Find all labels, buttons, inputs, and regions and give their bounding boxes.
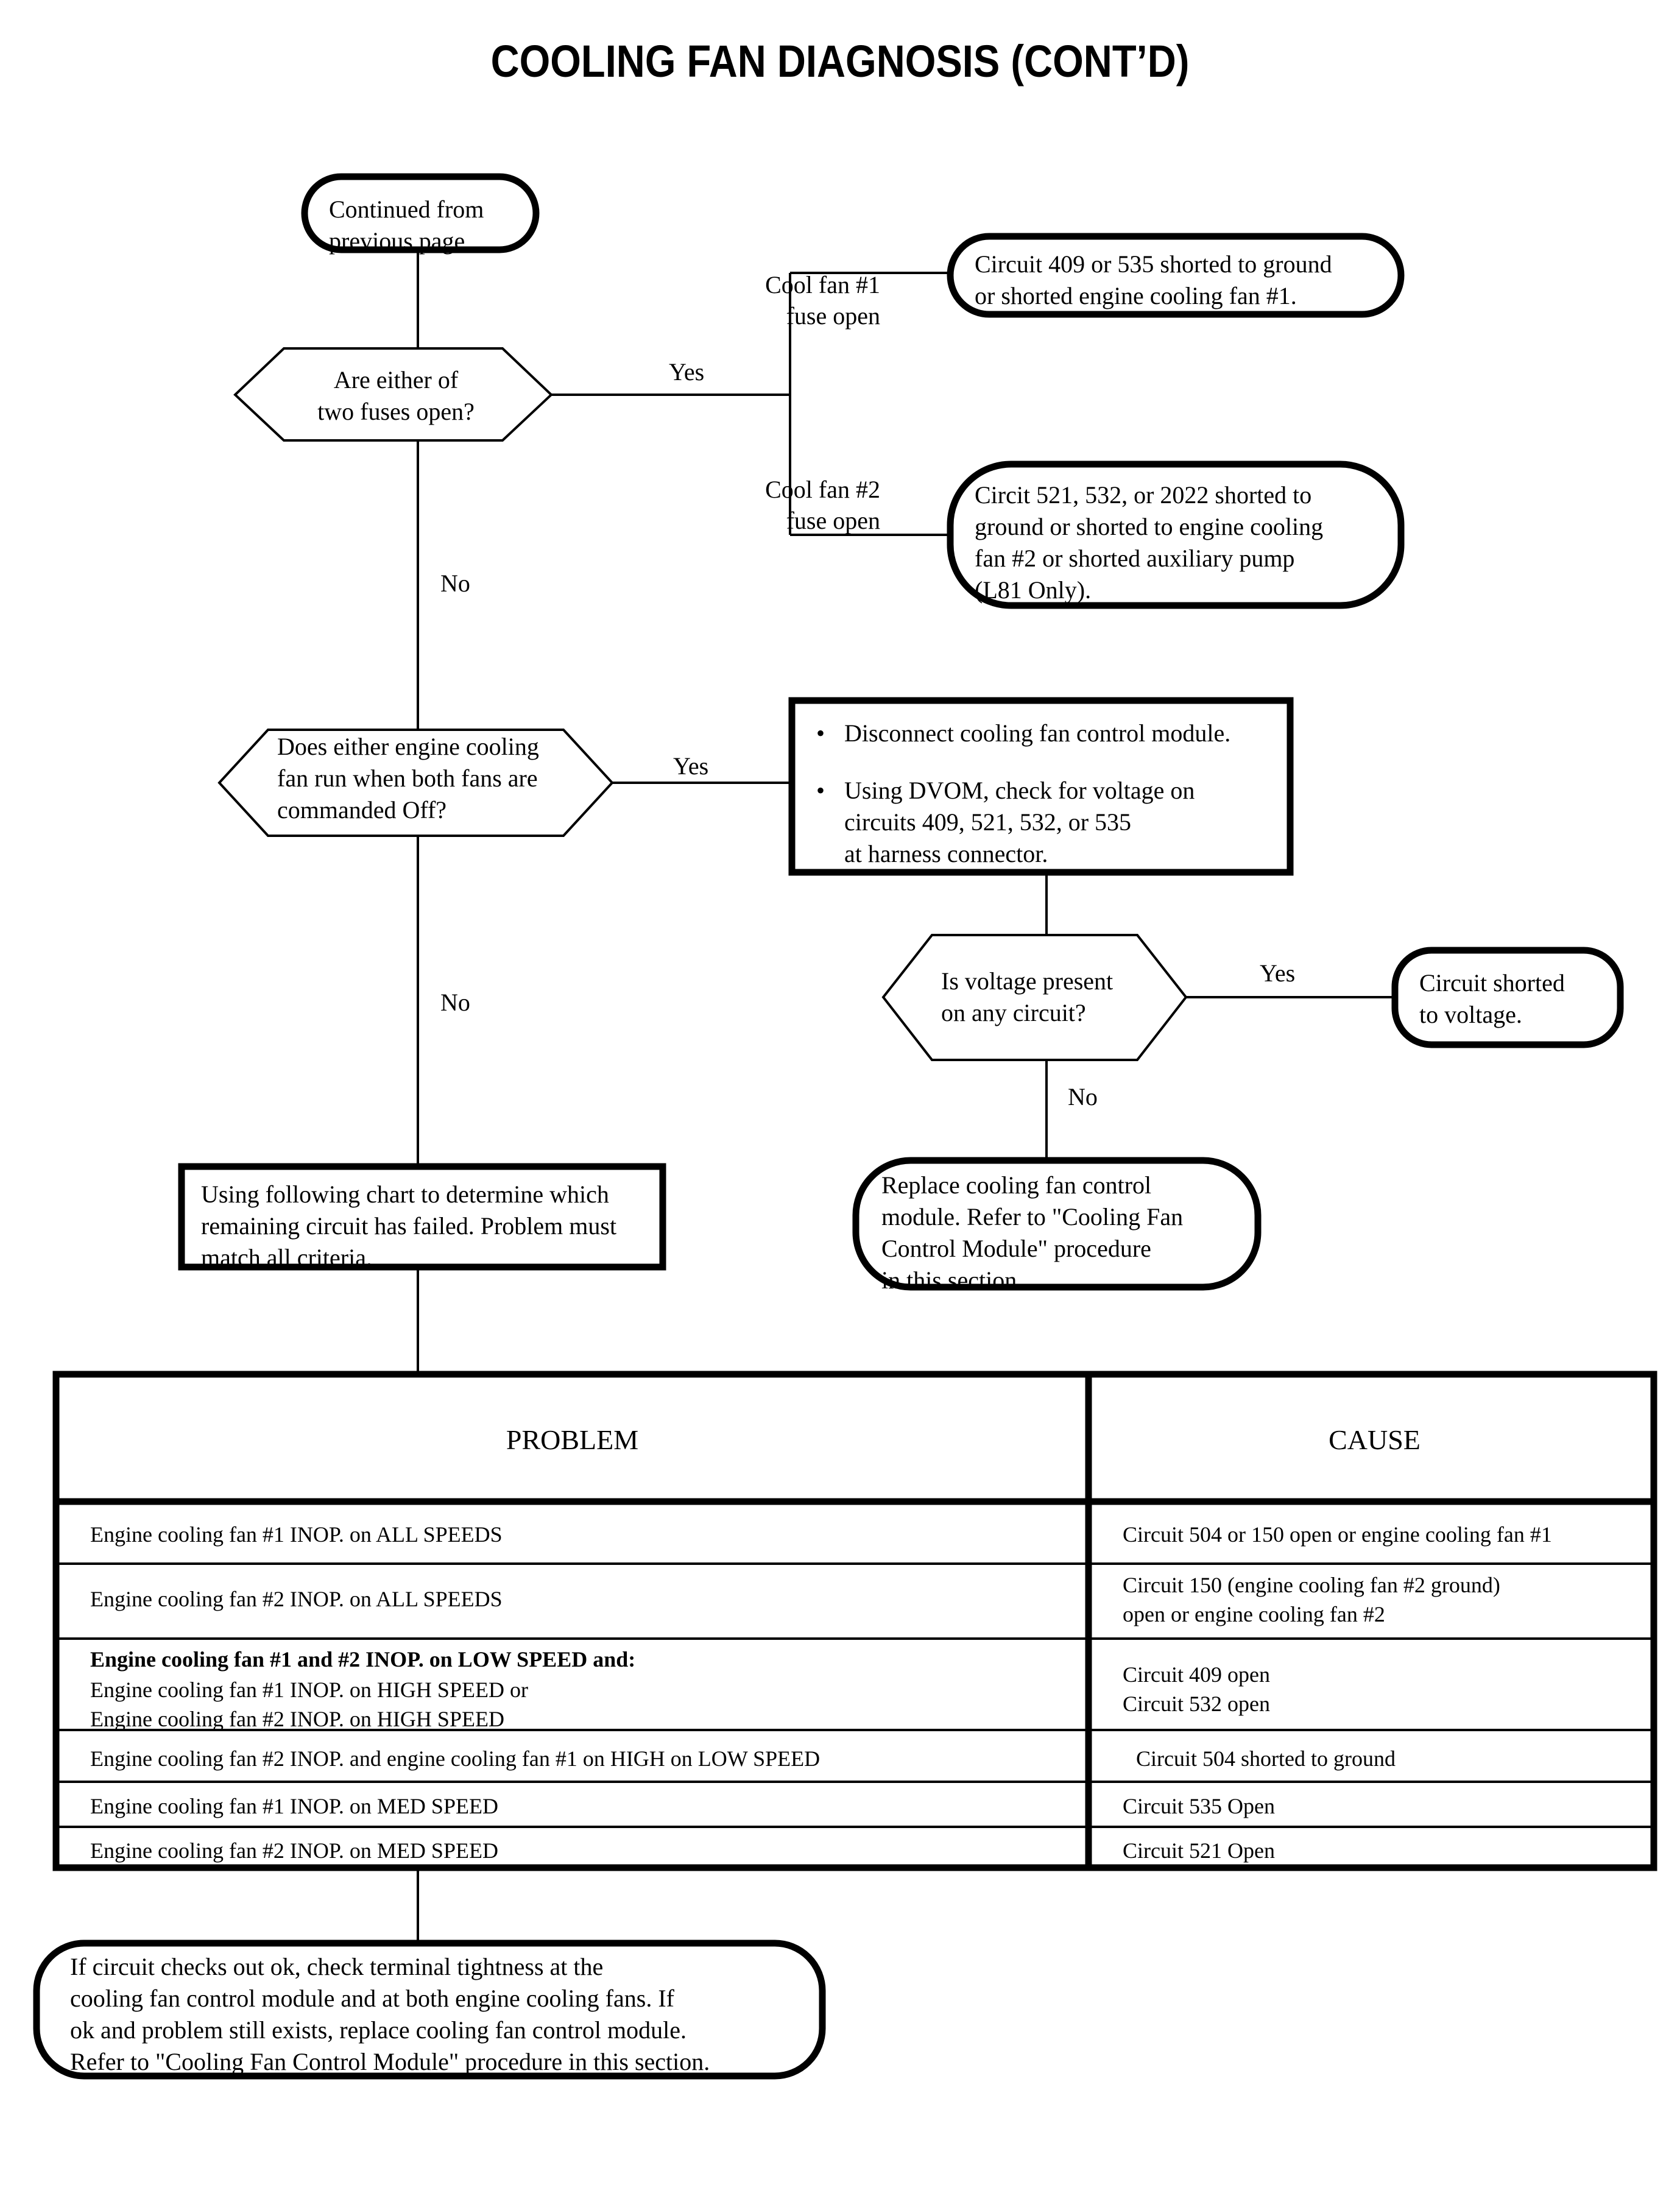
edge-label-fanrun-no: No bbox=[440, 989, 470, 1016]
page-title: COOLING FAN DIAGNOSIS (CONT’D) bbox=[490, 36, 1190, 86]
table-cell-cause: Circuit 535 Open bbox=[1123, 1794, 1275, 1818]
bullet-icon: • bbox=[816, 777, 825, 804]
is-voltage-present-label: Is voltage present on any circuit? bbox=[941, 967, 1114, 1026]
table-cell-cause: Circuit 504 shorted to ground bbox=[1136, 1746, 1396, 1771]
circuit-409-535-shorted-label: Circuit 409 or 535 shorted to ground or … bbox=[975, 250, 1332, 309]
are-either-two-fuses-open-label: Are either of two fuses open? bbox=[317, 366, 475, 425]
table-cell-problem: Engine cooling fan #1 INOP. on ALL SPEED… bbox=[90, 1522, 503, 1547]
edge-label-fanrun-yes: Yes bbox=[673, 752, 709, 780]
dvom-bullet-1: • Disconnect cooling fan control module. bbox=[816, 718, 1279, 749]
does-either-fan-run-label: Does either engine cooling fan run when … bbox=[277, 733, 539, 824]
table-cell-problem: Engine cooling fan #2 INOP. on MED SPEED bbox=[90, 1838, 498, 1863]
table-header-cause: CAUSE bbox=[1329, 1424, 1421, 1455]
dvom-bullet-2: • Using DVOM, check for voltage on circu… bbox=[816, 775, 1279, 870]
table-cell-cause: Circuit 521 Open bbox=[1123, 1838, 1275, 1863]
table-cell-problem: Engine cooling fan #1 INOP. on MED SPEED bbox=[90, 1794, 498, 1818]
edge-label-fuses-yes: Yes bbox=[669, 358, 705, 386]
table-header-problem: PROBLEM bbox=[506, 1424, 639, 1455]
table-cell-problem: Engine cooling fan #2 INOP. and engine c… bbox=[90, 1746, 821, 1771]
branch-label-cool-fan-1-fuse-open: Cool fan #1 fuse open bbox=[765, 271, 880, 330]
table-cell-problem-bold-head: Engine cooling fan #1 and #2 INOP. on LO… bbox=[90, 1647, 636, 1672]
table-cell-cause: Circuit 409 open Circuit 532 open bbox=[1123, 1662, 1270, 1717]
edge-label-voltage-no: No bbox=[1068, 1083, 1098, 1110]
table-cell-problem: Engine cooling fan #1 INOP. on HIGH SPEE… bbox=[90, 1678, 528, 1732]
replace-cooling-fan-control-module-label: Replace cooling fan control module. Refe… bbox=[881, 1171, 1184, 1294]
terminal-tightness-note-label: If circuit checks out ok, check terminal… bbox=[70, 1953, 710, 2075]
bullet-icon: • bbox=[816, 719, 825, 747]
dvom-bullet-2-text: Using DVOM, check for voltage on circuit… bbox=[844, 777, 1195, 867]
edge-label-fuses-no: No bbox=[440, 570, 470, 597]
table-cell-cause: Circuit 150 (engine cooling fan #2 groun… bbox=[1123, 1573, 1500, 1627]
circuit-shorted-to-voltage-label: Circuit shorted to voltage. bbox=[1419, 969, 1565, 1028]
dvom-bullet-1-text: Disconnect cooling fan control module. bbox=[844, 719, 1231, 747]
use-following-chart-label: Using following chart to determine which… bbox=[201, 1181, 617, 1271]
table-cell-problem: Engine cooling fan #2 INOP. on ALL SPEED… bbox=[90, 1587, 503, 1611]
continued-from-previous-page-label: Continued from previous page. bbox=[329, 196, 484, 255]
edge-label-voltage-yes: Yes bbox=[1260, 959, 1296, 987]
branch-label-cool-fan-2-fuse-open: Cool fan #2 fuse open bbox=[765, 476, 880, 535]
circit-521-532-2022-shorted-label: Circit 521, 532, or 2022 shorted to grou… bbox=[975, 481, 1324, 604]
table-cell-cause: Circuit 504 or 150 open or engine coolin… bbox=[1123, 1522, 1552, 1547]
